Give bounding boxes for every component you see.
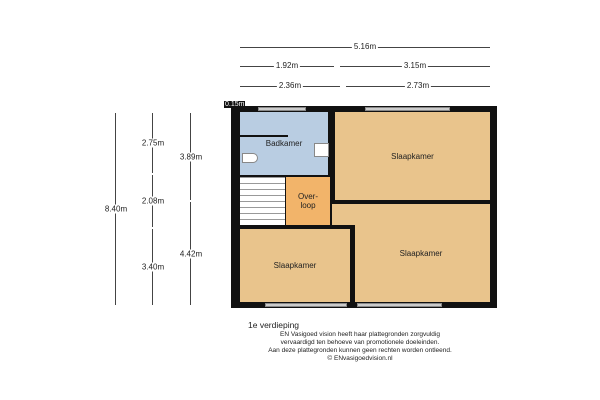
dimension-4-42: 4.42m	[177, 202, 205, 305]
dimension-3-40: 3.40m	[139, 229, 167, 305]
wall-thickness-label: 0.15m	[224, 101, 246, 108]
dimension-3-89: 3.89m	[177, 113, 205, 200]
room-label: Slaapkamer	[391, 151, 434, 161]
disclaimer-line: EN Vasigoed vision heeft haar plattegron…	[280, 331, 440, 338]
bath-inner-wall	[240, 135, 288, 137]
dim-label: 1.92m	[273, 61, 301, 70]
dim-label: 2.75m	[139, 138, 167, 148]
dim-label: 8.40m	[102, 204, 130, 214]
room-badkamer: Badkamer	[240, 112, 328, 175]
window	[258, 107, 306, 111]
dimension-2-73: 2.73m	[346, 81, 490, 90]
dim-label: 2.08m	[139, 196, 167, 206]
inner-wall	[240, 225, 355, 229]
window	[365, 107, 450, 111]
room-label: Slaapkamer	[399, 248, 443, 258]
dimension-total-height: 8.40m	[102, 113, 130, 305]
dim-label: 3.89m	[177, 152, 205, 161]
room-slaapkamer-bottom-left: Slaapkamer	[240, 229, 350, 302]
disclaimer-line: Aan deze plattegronden kunnen geen recht…	[268, 347, 452, 354]
window	[357, 303, 442, 307]
staircase	[240, 177, 285, 225]
dim-label: 2.73m	[404, 81, 432, 90]
dim-label: 3.40m	[139, 262, 167, 272]
room-label: Over- loop	[298, 192, 318, 210]
dim-label: 2.36m	[276, 81, 304, 90]
disclaimer-line: vervaardigd ten behoeve van promotionele…	[280, 339, 440, 346]
room-overloop: Over- loop	[286, 177, 330, 225]
dim-label: 5.16m	[351, 42, 379, 51]
room-label: Slaapkamer	[273, 261, 317, 270]
copyright: © ENvasigoedvision.nl	[327, 355, 393, 362]
inner-wall	[350, 225, 355, 305]
sink-icon	[314, 143, 329, 157]
toilet-icon	[242, 153, 258, 163]
dimension-2-36: 2.36m	[240, 81, 340, 90]
floor-label: 1e verdieping	[248, 320, 300, 330]
dim-label: 4.42m	[177, 249, 205, 258]
room-slaapkamer-bottom-right: Slaapkamer	[332, 204, 490, 302]
dimension-3-15: 3.15m	[340, 61, 490, 70]
room-slaapkamer-top-right: Slaapkamer	[335, 112, 490, 200]
room-label: Badkamer	[265, 139, 303, 148]
dimension-total-width: 5.16m	[240, 42, 490, 51]
dimension-2-75: 2.75m	[139, 113, 167, 173]
dimension-2-08: 2.08m	[139, 175, 167, 227]
dim-label: 3.15m	[401, 61, 429, 70]
dimension-1-92: 1.92m	[240, 61, 334, 70]
window	[265, 303, 347, 307]
